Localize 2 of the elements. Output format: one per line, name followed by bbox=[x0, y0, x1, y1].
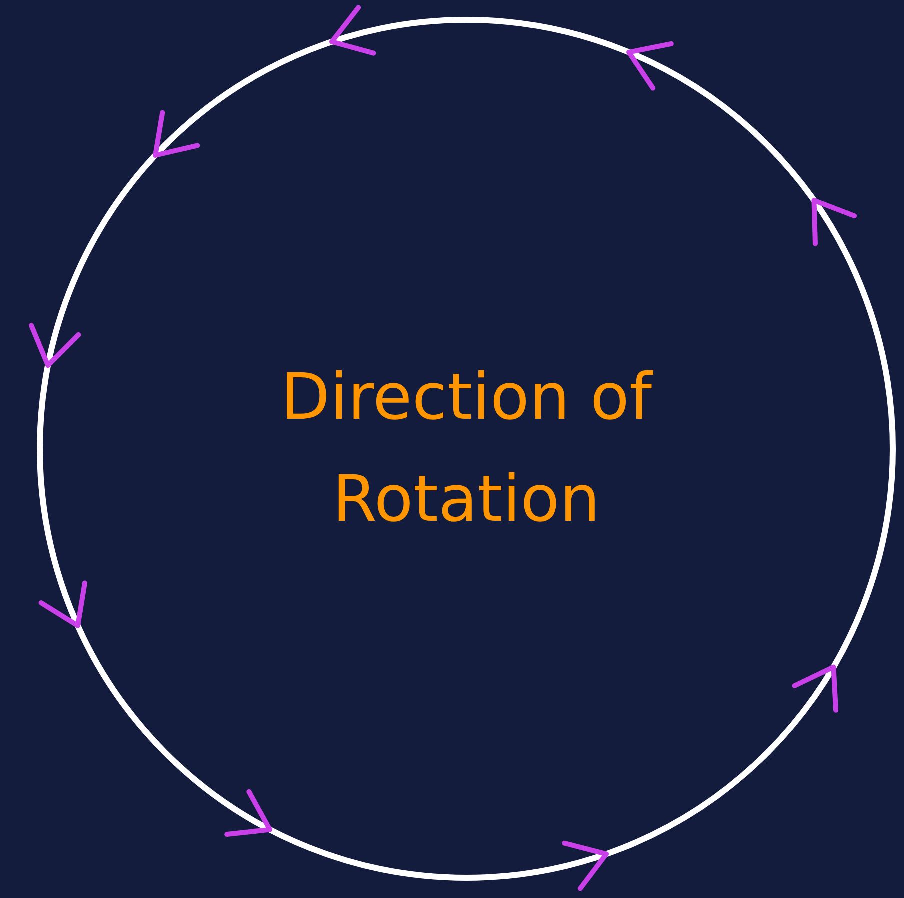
node-label: Direction of Rotation bbox=[280, 360, 654, 539]
circle-outline bbox=[37, 17, 896, 881]
